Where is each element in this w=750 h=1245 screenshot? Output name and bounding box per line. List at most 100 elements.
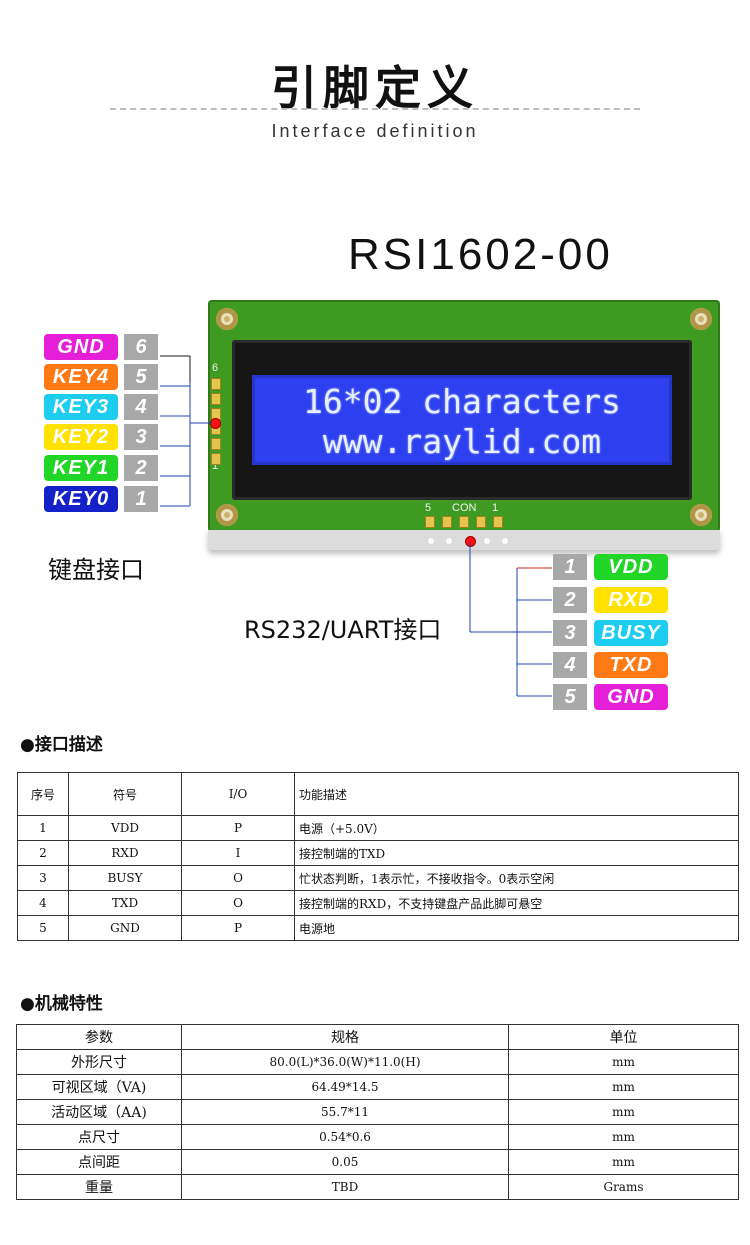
mounting-hole: [690, 308, 712, 330]
cell: 活动区域（AA): [16, 1099, 182, 1125]
con-right-num: 1: [492, 502, 499, 514]
table-row: 重量 TBD Grams: [16, 1174, 739, 1200]
uart-label-txd: TXD: [594, 652, 668, 678]
table-row: 活动区域（AA) 55.7*11 mm: [16, 1099, 739, 1125]
con-pin: [425, 516, 435, 528]
table-row: 4 TXD O 接控制端的RXD，不支持键盘产品此脚可悬空: [17, 890, 739, 916]
table-row: 外形尺寸 80.0(L)*36.0(W)*11.0(H) mm: [16, 1049, 739, 1075]
cell: mm: [508, 1149, 739, 1175]
cell: mm: [508, 1049, 739, 1075]
side-header-top-num: 6: [212, 362, 219, 374]
cell: TXD: [68, 890, 182, 916]
lcd-line-2: www.raylid.com: [322, 422, 602, 461]
col-header: 序号: [17, 772, 69, 816]
cell: 5: [17, 915, 69, 941]
con-pin: [442, 516, 452, 528]
uart-num-2: 2: [553, 587, 587, 613]
table-row: 可视区域（VA) 64.49*14.5 mm: [16, 1074, 739, 1100]
cell: VDD: [68, 815, 182, 841]
model-name: RSI1602-00: [348, 230, 613, 279]
lcd-pcb-edge: [208, 530, 720, 550]
keyboard-caption: 键盘接口: [48, 556, 144, 584]
col-header: 单位: [508, 1024, 739, 1050]
table-row: 1 VDD P 电源（+5.0V）: [17, 815, 739, 841]
con-hole: [446, 538, 452, 544]
mech-section-heading: ●机械特性: [20, 994, 103, 1014]
cell: O: [181, 865, 295, 891]
cell: 80.0(L)*36.0(W)*11.0(H): [181, 1049, 509, 1075]
con-pin: [459, 516, 469, 528]
con-hole: [428, 538, 434, 544]
cell: TBD: [181, 1174, 509, 1200]
uart-label-rxd: RXD: [594, 587, 668, 613]
cell: BUSY: [68, 865, 182, 891]
col-header: 功能描述: [294, 772, 739, 816]
table-row: 3 BUSY O 忙状态判断，1表示忙，不接收指令。0表示空闲: [17, 865, 739, 891]
page-title: 引脚定义: [271, 61, 479, 115]
cell: 电源地: [294, 915, 739, 941]
cell: 点尺寸: [16, 1124, 182, 1150]
keyboard-num-2: 2: [124, 455, 158, 481]
table-header-row: 参数 规格 单位: [16, 1024, 739, 1050]
mounting-hole: [216, 504, 238, 526]
header-pin: [211, 378, 221, 390]
keyboard-num-4: 4: [124, 394, 158, 420]
cell: 1: [17, 815, 69, 841]
cell: mm: [508, 1099, 739, 1125]
keyboard-num-5: 5: [124, 364, 158, 390]
cell: 外形尺寸: [16, 1049, 182, 1075]
cell: 55.7*11: [181, 1099, 509, 1125]
keyboard-label-key4: KEY4: [44, 364, 118, 390]
lcd-screen: [252, 375, 672, 465]
cell: O: [181, 890, 295, 916]
keyboard-num-3: 3: [124, 424, 158, 450]
page-subtitle: Interface definition: [271, 121, 479, 141]
keyboard-num-6: 6: [124, 334, 158, 360]
cell: 接控制端的TXD: [294, 840, 739, 866]
col-header: 规格: [181, 1024, 509, 1050]
cell: mm: [508, 1074, 739, 1100]
keyboard-label-key0: KEY0: [44, 486, 118, 512]
table-row: 点间距 0.05 mm: [16, 1149, 739, 1175]
header-pin: [211, 453, 221, 465]
cell: 3: [17, 865, 69, 891]
cell: Grams: [508, 1174, 739, 1200]
uart-num-4: 4: [553, 652, 587, 678]
cell: 重量: [16, 1174, 182, 1200]
con-label: CON: [452, 502, 477, 514]
table-header-row: 序号 符号 I/O 功能描述: [17, 772, 739, 816]
cell: 0.05: [181, 1149, 509, 1175]
con-hole: [502, 538, 508, 544]
keyboard-label-key1: KEY1: [44, 455, 118, 481]
cell: 可视区域（VA): [16, 1074, 182, 1100]
cell: 忙状态判断，1表示忙，不接收指令。0表示空闲: [294, 865, 739, 891]
uart-label-gnd: GND: [594, 684, 668, 710]
cell: RXD: [68, 840, 182, 866]
cell: 64.49*14.5: [181, 1074, 509, 1100]
col-header: 参数: [16, 1024, 182, 1050]
table-row: 5 GND P 电源地: [17, 915, 739, 941]
header-pin: [211, 438, 221, 450]
interface-table: 序号 符号 I/O 功能描述 1 VDD P 电源（+5.0V） 2 RXD I…: [17, 772, 739, 941]
cell: 4: [17, 890, 69, 916]
con-pin: [476, 516, 486, 528]
uart-num-1: 1: [553, 554, 587, 580]
wiring-lines: [160, 355, 552, 697]
keyboard-label-key3: KEY3: [44, 394, 118, 420]
uart-num-5: 5: [553, 684, 587, 710]
cell: P: [181, 915, 295, 941]
cell: 接控制端的RXD，不支持键盘产品此脚可悬空: [294, 890, 739, 916]
mech-table: 参数 规格 单位 外形尺寸 80.0(L)*36.0(W)*11.0(H) mm…: [16, 1024, 739, 1200]
col-header: I/O: [181, 772, 295, 816]
cell: mm: [508, 1124, 739, 1150]
table-row: 点尺寸 0.54*0.6 mm: [16, 1124, 739, 1150]
keyboard-label-key2: KEY2: [44, 424, 118, 450]
header-pin: [211, 393, 221, 405]
lcd-line-1: 16*02 characters: [303, 382, 621, 421]
con-pin: [493, 516, 503, 528]
mounting-hole: [690, 504, 712, 526]
con-hole: [484, 538, 490, 544]
uart-num-3: 3: [553, 620, 587, 646]
uart-caption: RS232/UART接口: [244, 616, 442, 644]
cell: 点间距: [16, 1149, 182, 1175]
